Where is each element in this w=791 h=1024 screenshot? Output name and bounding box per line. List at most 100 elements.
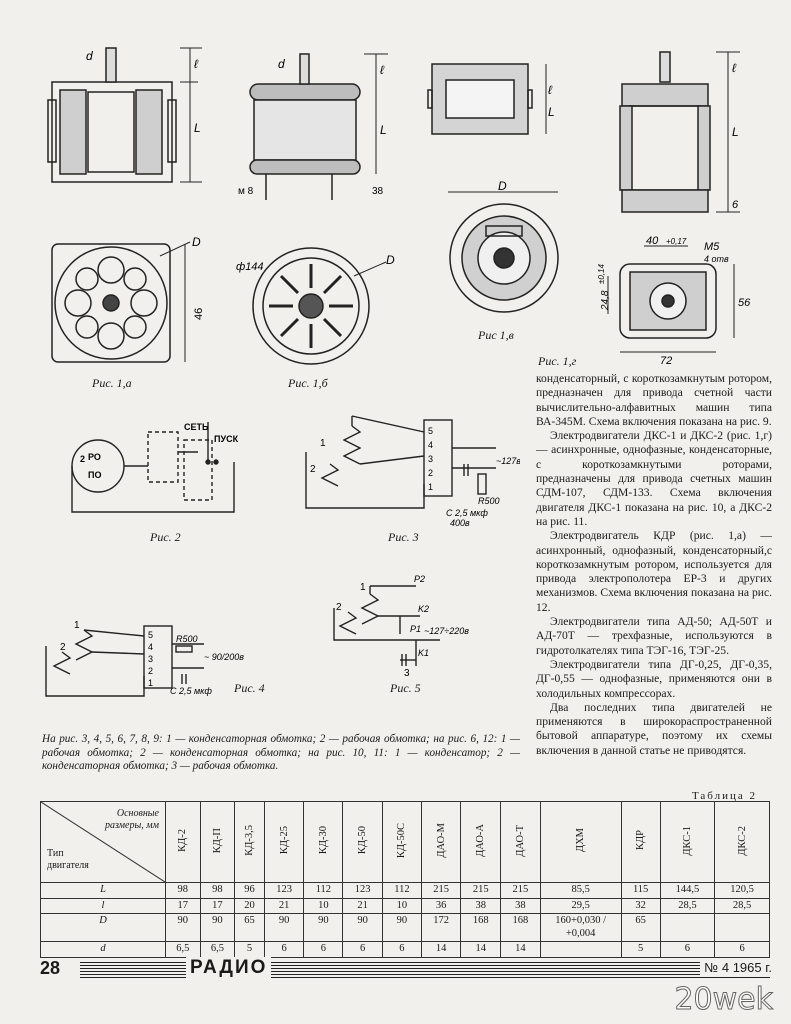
label-L: L xyxy=(732,125,739,139)
table-cell: 14 xyxy=(460,941,502,958)
column-header: ДКС-2 xyxy=(714,801,770,883)
table-cell: 6,5 xyxy=(165,941,201,958)
label-l: ℓ xyxy=(194,57,199,71)
label-pin-3: 3 xyxy=(148,654,153,664)
label-d: d xyxy=(86,49,93,63)
figure-1b-side-view: d ℓ L м 8 38 xyxy=(238,53,388,200)
table-cell: 90 xyxy=(381,913,422,942)
column-header: КД-25 xyxy=(263,801,305,883)
label-38: 38 xyxy=(372,186,384,197)
article-paragraph: Электродвигатели ДКС-1 и ДКС-2 (рис. 1,г… xyxy=(536,429,772,528)
table-cell: 65 xyxy=(620,913,661,942)
table-cell: 98 xyxy=(165,882,201,899)
table-cell: 123 xyxy=(263,882,305,899)
column-header: КД-3,5 xyxy=(234,801,265,883)
column-header: КДР xyxy=(620,801,661,883)
table-cell: 17 xyxy=(199,897,236,914)
label-L: L xyxy=(548,105,555,119)
column-header: ДАО-Т xyxy=(500,801,541,883)
table-title: Таблица 2 xyxy=(691,790,757,802)
column-header: КД-2 xyxy=(165,801,201,883)
table-cell: 172 xyxy=(420,913,462,942)
column-header: КД-30 xyxy=(303,801,344,883)
table-cell: 10 xyxy=(381,897,422,914)
column-header: ДАО-М xyxy=(420,801,462,883)
table-cell: 5 xyxy=(620,941,661,958)
label-k1: K1 xyxy=(418,648,429,658)
table-cell xyxy=(539,941,622,958)
table-cell: 65 xyxy=(234,913,265,942)
label-set: СЕТЬ xyxy=(184,422,209,432)
label-400v: 400в xyxy=(450,518,470,527)
table-cell: 98 xyxy=(199,882,236,899)
label-pin-2: 2 xyxy=(428,468,433,478)
table-cell: 5 xyxy=(234,941,265,958)
article-paragraph: Электродвигатели типа АД-50; АД-50Т и АД… xyxy=(536,615,772,657)
label-24-8: 24,8 xyxy=(600,290,611,311)
article-paragraph: Электродвигатель КДР (рис. 1,а) — асинхр… xyxy=(536,529,772,614)
label-m5: M5 xyxy=(704,241,720,253)
table-cell: 160+0,030 / +0,004 xyxy=(539,913,622,942)
table-cell: 14 xyxy=(500,941,541,958)
table-cell: 144,5 xyxy=(659,882,716,899)
table-cell: 28,5 xyxy=(659,897,716,914)
table-cell: 6 xyxy=(263,941,305,958)
label-pusk: ПУСК xyxy=(214,434,239,444)
table-cell: 90 xyxy=(263,913,305,942)
table-cell: 20 xyxy=(234,897,265,914)
label-p2: P2 xyxy=(414,574,425,584)
label-46: 46 xyxy=(193,308,205,320)
corner-top-label: Основные размеры, мм xyxy=(104,808,159,831)
table-cell: 85,5 xyxy=(539,882,622,899)
label-127v: ~127в xyxy=(496,456,520,466)
figure-1v-side-view: ℓ L xyxy=(427,63,555,135)
magazine-logo: РАДИО xyxy=(186,957,272,979)
table-cell: 120,5 xyxy=(714,882,770,899)
corner-bottom-label: Тип двигателя xyxy=(47,848,89,871)
caption-fig-1b: Рис. 1,б xyxy=(288,376,328,390)
label-po: ПО xyxy=(88,470,101,480)
label-6: 6 xyxy=(732,199,739,211)
label-D: D xyxy=(386,253,395,267)
label-pin-4: 4 xyxy=(428,440,433,450)
table-cell: 215 xyxy=(460,882,502,899)
row-label: l xyxy=(40,897,166,914)
corner-diagonal xyxy=(41,802,165,882)
column-header: ДКС-1 xyxy=(659,801,716,883)
label-pin-2: 2 xyxy=(148,666,153,676)
label-tol-017: +0,17 xyxy=(666,237,687,246)
label-r500: R500 xyxy=(176,634,198,644)
table-cell: 90 xyxy=(165,913,201,942)
label-winding-2: 2 xyxy=(60,642,66,653)
article-text-column: конденсаторный, с короткозамкнутым ротор… xyxy=(536,372,772,758)
label-pin-4: 4 xyxy=(148,642,153,652)
table-cell: 28,5 xyxy=(714,897,770,914)
table-cell: 6 xyxy=(303,941,344,958)
table-header-row: Основные размеры, мм Тип двигателя КД-2 … xyxy=(40,801,770,883)
page-footer: 28 РАДИО № 4 1965 г. xyxy=(40,957,772,982)
label-D: D xyxy=(192,235,201,249)
label-40: 40 xyxy=(646,236,659,247)
label-56: 56 xyxy=(738,297,751,309)
figure-1g-side-view: ℓ L 6 xyxy=(619,51,740,213)
table-cell: 6 xyxy=(381,941,422,958)
figure-1a-end-view: D 46 xyxy=(51,235,205,363)
label-pin-2: 2 xyxy=(80,454,85,464)
watermark: 20wek xyxy=(674,982,774,1018)
row-label: d xyxy=(40,941,166,958)
footer-rule xyxy=(80,962,770,978)
figure-1a-side-view: d ℓ L xyxy=(47,47,202,183)
column-header: КД-50 xyxy=(342,801,383,883)
label-L: L xyxy=(194,121,201,135)
row-label: L xyxy=(40,882,166,899)
table-cell: 112 xyxy=(381,882,422,899)
table-cell: 90 xyxy=(199,913,236,942)
figure-3-wiring: 5 4 3 2 1 1 2 ~127в R500 C 2,5 мкф 400в xyxy=(305,415,520,527)
table-corner-cell: Основные размеры, мм Тип двигателя xyxy=(40,801,166,883)
column-header: ДХМ xyxy=(539,801,622,883)
table-cell: 90 xyxy=(303,913,344,942)
